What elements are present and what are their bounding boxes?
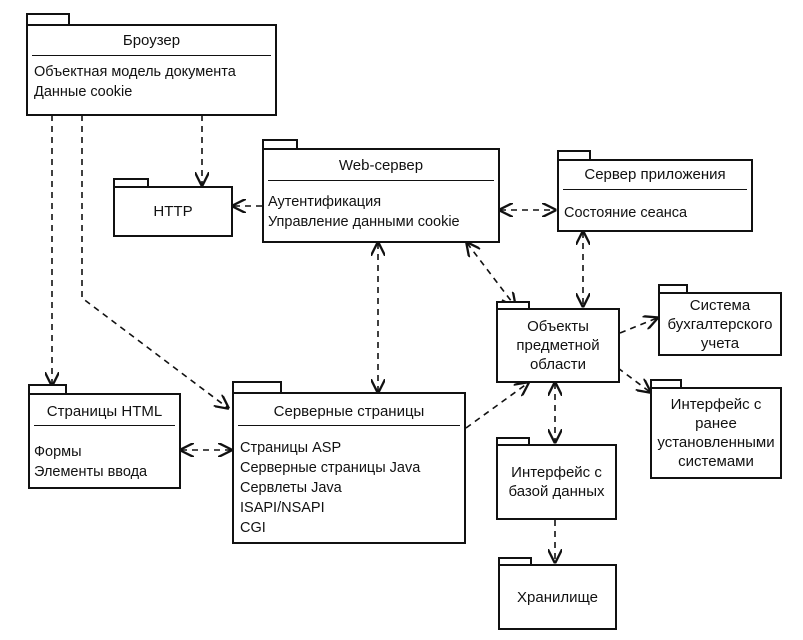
package-title: Объекты предметной области	[516, 318, 600, 373]
list-item: Объектная модель документа	[34, 64, 236, 80]
package-title: HTTP	[153, 203, 193, 220]
list-item: ISAPI/NSAPI	[240, 500, 325, 516]
arrow-browser-server-pages	[81, 115, 228, 408]
package-title: Броузер	[122, 32, 181, 49]
package-items: Объектная модель документа Данные cookie	[34, 62, 236, 102]
list-item: Формы	[34, 444, 82, 460]
package-items: Формы Элементы ввода	[34, 442, 147, 482]
package-title: Серверные страницы	[273, 403, 425, 420]
package-title: Интерфейс с базой данных	[508, 464, 605, 500]
list-item: Данные cookie	[34, 84, 133, 100]
arrow-webserver-domain	[467, 243, 515, 306]
list-item: Серверные страницы Java	[240, 460, 421, 476]
package-title: Страницы HTML	[46, 403, 163, 420]
package-title: Интерфейс с ранее установленными система…	[657, 396, 775, 470]
list-item: Управление данными cookie	[268, 214, 460, 230]
list-item: Страницы ASP	[240, 440, 342, 456]
package-items: Страницы ASP Серверные страницы Java Сер…	[240, 438, 420, 538]
list-item: CGI	[240, 520, 266, 536]
package-title: Сервер приложения	[584, 166, 726, 183]
package-title: Хранилище	[517, 588, 598, 606]
list-item: Аутентификация	[268, 194, 382, 210]
list-item: Элементы ввода	[34, 464, 148, 480]
arrow-domain-accounting	[619, 318, 657, 334]
package-items: Состояние сеанса	[564, 203, 687, 223]
list-item: Сервлеты Java	[240, 480, 342, 496]
arrow-serverpages-domain	[465, 383, 528, 429]
arrow-domain-legacy	[617, 367, 650, 392]
package-items: Аутентификация Управление данными cookie	[268, 192, 460, 232]
list-item: Состояние сеанса	[564, 205, 688, 221]
package-title: Web-сервер	[338, 157, 424, 174]
package-title: Система бухгалтерского учета	[667, 296, 773, 352]
